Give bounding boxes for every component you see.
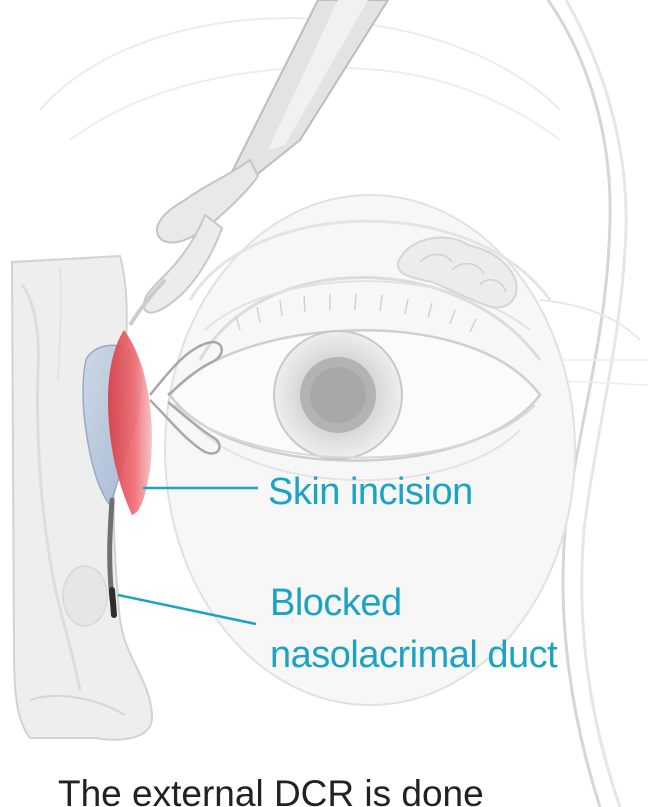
blocked-duct-label-line1: Blocked xyxy=(270,584,402,622)
figure-caption: The external DCR is done xyxy=(58,775,484,807)
blocked-duct-label-line2: nasolacrimal duct xyxy=(270,636,557,674)
nasolacrimal-duct xyxy=(110,500,112,600)
duct-blockage xyxy=(112,590,114,615)
skin-incision-label: Skin incision xyxy=(268,473,473,511)
